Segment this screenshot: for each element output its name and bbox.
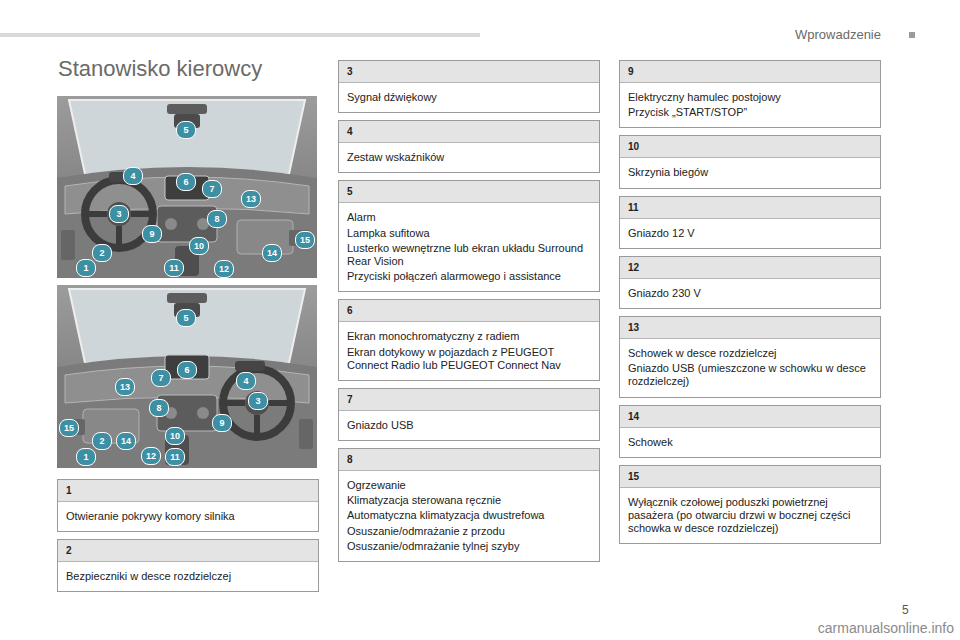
- callout-number: 12: [141, 447, 161, 465]
- item-description: Lusterko wewnętrzne lub ekran układu Sur…: [339, 240, 599, 268]
- item-number: 6: [339, 300, 599, 322]
- page-number: 5: [902, 603, 909, 617]
- item-number: 11: [620, 197, 880, 219]
- callout-number: 6: [176, 173, 196, 191]
- item-number: 14: [620, 406, 880, 428]
- item-description: Schowek: [620, 428, 880, 457]
- callout-number: 13: [115, 378, 135, 396]
- callout-number: 2: [92, 244, 112, 262]
- callout-number: 3: [109, 205, 129, 223]
- callout-number: 14: [262, 244, 282, 262]
- item-number: 10: [620, 136, 880, 158]
- callout-number: 4: [236, 372, 256, 390]
- callout-number: 14: [116, 432, 136, 450]
- description-box: 13Schowek w desce rozdzielczejGniazdo US…: [619, 316, 881, 398]
- item-description: Skrzynia biegów: [620, 158, 880, 187]
- item-description: Automatyczna klimatyzacja dwustrefowa: [339, 507, 599, 522]
- description-box: 11Gniazdo 12 V: [619, 196, 881, 249]
- lhd-dashboard: [57, 96, 317, 278]
- item-number: 3: [339, 61, 599, 83]
- item-number: 12: [620, 257, 880, 279]
- callout-number: 1: [76, 448, 96, 466]
- item-description: Klimatyzacja sterowana ręcznie: [339, 492, 599, 507]
- item-description: Gniazdo USB: [339, 411, 599, 440]
- description-box: 6Ekran monochromatyczny z radiemEkran do…: [338, 299, 600, 381]
- callout-number: 5: [176, 121, 196, 139]
- callout-number: 10: [165, 427, 185, 445]
- callout-number: 11: [165, 448, 185, 466]
- item-number: 8: [339, 449, 599, 471]
- callout-number: 8: [149, 399, 169, 417]
- callout-number: 13: [241, 190, 261, 208]
- item-description: Lampka sufitowa: [339, 225, 599, 240]
- callout-number: 11: [164, 259, 184, 277]
- page-title: Stanowisko kierowcy: [58, 56, 262, 82]
- callout-number: 7: [202, 180, 222, 198]
- description-box: 10Skrzynia biegów: [619, 135, 881, 188]
- callout-number: 5: [176, 309, 196, 327]
- item-number: 9: [620, 61, 880, 83]
- item-number: 7: [339, 389, 599, 411]
- description-box: 4Zestaw wskaźników: [338, 120, 600, 173]
- header-bar: [0, 33, 480, 37]
- callout-number: 1: [76, 259, 96, 277]
- description-box: 1Otwieranie pokrywy komory silnika: [57, 479, 319, 532]
- item-description: Ekran monochromatyczny z radiem: [339, 322, 599, 343]
- description-box: 3Sygnał dźwiękowy: [338, 60, 600, 113]
- callout-number: 9: [212, 414, 232, 432]
- callout-number: 8: [207, 210, 227, 228]
- item-description: Przycisk „START/STOP”: [620, 104, 880, 127]
- callout-number: 10: [189, 237, 209, 255]
- item-description: Osuszanie/odmrażanie tylnej szyby: [339, 538, 599, 561]
- item-description: Gniazdo 12 V: [620, 219, 880, 248]
- item-description: Otwieranie pokrywy komory silnika: [58, 502, 318, 531]
- callout-number: 12: [214, 260, 234, 278]
- callout-number: 3: [248, 392, 268, 410]
- callout-number: 2: [92, 432, 112, 450]
- description-box: 5AlarmLampka sufitowaLusterko wewnętrzne…: [338, 180, 600, 292]
- item-description: Gniazdo 230 V: [620, 279, 880, 308]
- item-description: Zestaw wskaźników: [339, 143, 599, 172]
- item-description: Elektryczny hamulec postojowy: [620, 83, 880, 104]
- description-column: 3Sygnał dźwiękowy 4Zestaw wskaźników 5Alar…: [338, 60, 600, 562]
- callout-number: 7: [151, 369, 171, 387]
- callout-number: 9: [142, 225, 162, 243]
- item-number: 4: [339, 121, 599, 143]
- description-box: 7Gniazdo USB: [338, 388, 600, 441]
- callout-number: 15: [295, 231, 315, 249]
- item-description: Sygnał dźwiękowy: [339, 83, 599, 112]
- header-square: [909, 32, 915, 38]
- item-number: 15: [620, 466, 880, 488]
- callout-number: 6: [177, 361, 197, 379]
- description-box: 12Gniazdo 230 V: [619, 256, 881, 309]
- description-column: 1Otwieranie pokrywy komory silnika 2Bezpi…: [57, 479, 319, 592]
- description-box: 14Schowek: [619, 405, 881, 458]
- item-description: Wyłącznik czołowej poduszki powietrznej …: [620, 488, 880, 544]
- dashboard-illustration: [57, 96, 317, 468]
- description-box: 8OgrzewanieKlimatyzacja sterowana ręczni…: [338, 448, 600, 562]
- callout-number: 15: [59, 419, 79, 437]
- item-number: 2: [58, 540, 318, 562]
- description-box: 2Bezpieczniki w desce rozdzielczej: [57, 539, 319, 592]
- item-description: Gniazdo USB (umieszczone w schowku w des…: [620, 360, 880, 396]
- item-number: 5: [339, 181, 599, 203]
- description-box: 15Wyłącznik czołowej poduszki powietrzne…: [619, 465, 881, 545]
- section-header: Wprowadzenie: [795, 27, 881, 42]
- callout-number: 4: [123, 167, 143, 185]
- item-description: Osuszanie/odmrażanie z przodu: [339, 523, 599, 538]
- description-box: 9Elektryczny hamulec postojowyPrzycisk „…: [619, 60, 881, 128]
- description-column: 9Elektryczny hamulec postojowyPrzycisk „…: [619, 60, 881, 544]
- item-number: 13: [620, 317, 880, 339]
- item-number: 1: [58, 480, 318, 502]
- item-description: Bezpieczniki w desce rozdzielczej: [58, 562, 318, 591]
- item-description: Alarm: [339, 203, 599, 224]
- item-description: Przyciski połączeń alarmowego i assistan…: [339, 268, 599, 291]
- watermark: carmanualsonline.info: [818, 620, 954, 636]
- item-description: Ekran dotykowy w pojazdach z PEUGEOT Con…: [339, 344, 599, 380]
- rhd-dashboard: [57, 285, 317, 468]
- item-description: Ogrzewanie: [339, 471, 599, 492]
- item-description: Schowek w desce rozdzielczej: [620, 339, 880, 360]
